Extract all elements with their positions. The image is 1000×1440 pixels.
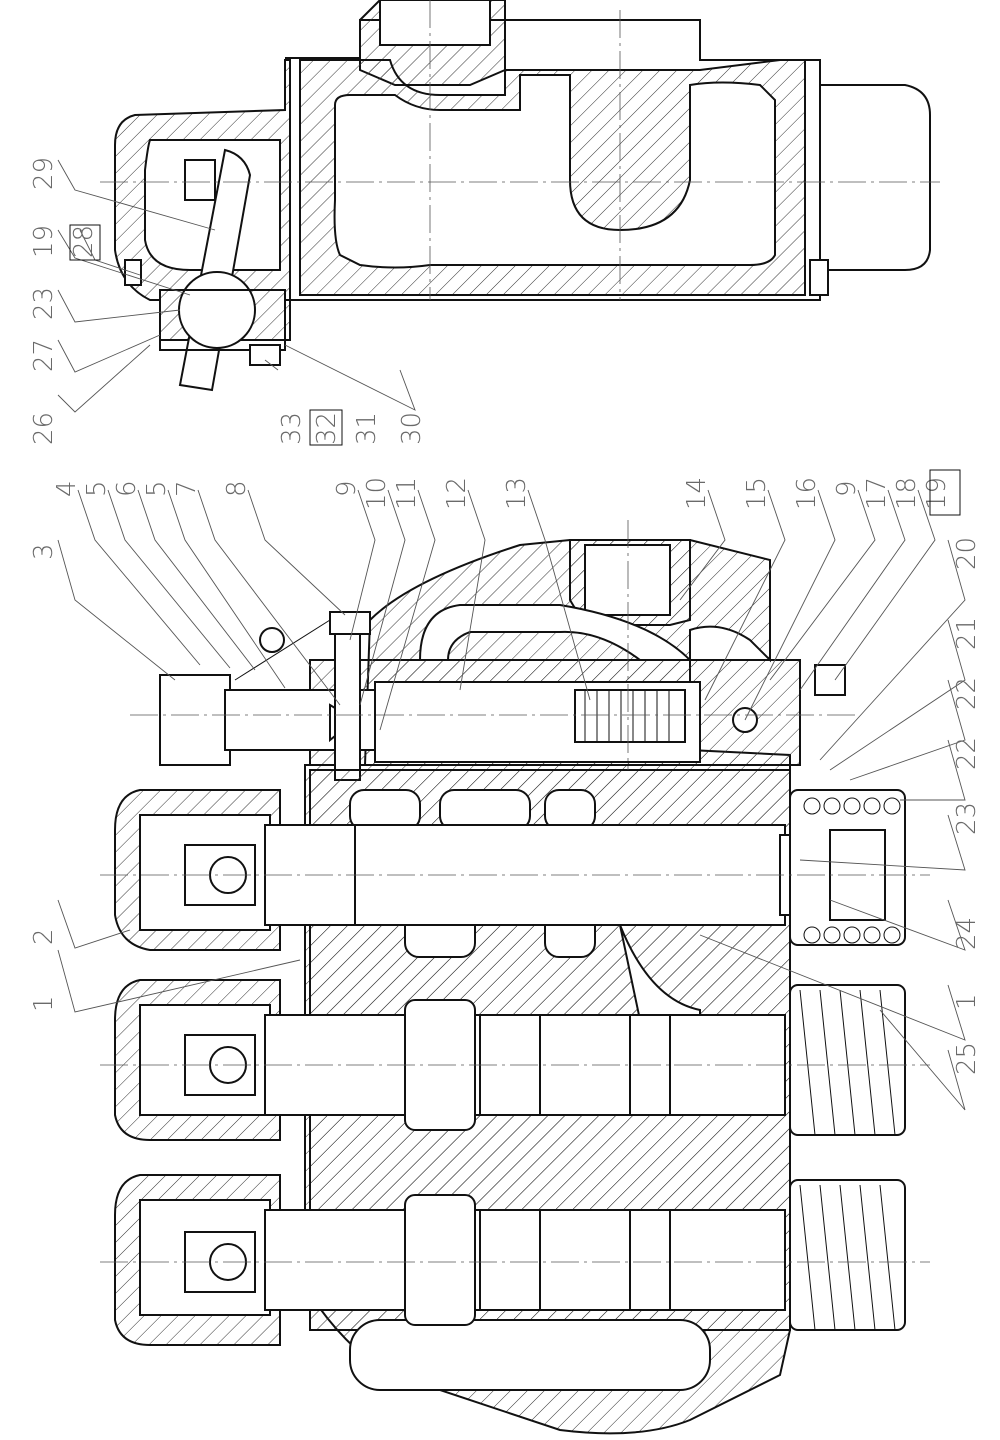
label-13: 13 (502, 477, 532, 510)
lever-seat-ring (159, 289, 286, 351)
label-5a: 5 (82, 480, 112, 497)
spring-1-coils (803, 797, 901, 944)
label-23a: 23 (952, 802, 982, 835)
label-18: 18 (892, 477, 922, 510)
label-30: 30 (397, 412, 427, 445)
label-8: 8 (222, 480, 252, 497)
label-15: 15 (742, 477, 772, 510)
outlet-port-bore (584, 544, 671, 616)
relief-spring-pocket (574, 689, 686, 743)
top-right-cover (820, 84, 931, 271)
label-10: 10 (362, 477, 392, 510)
label-14: 14 (682, 477, 712, 510)
label-23b: 23 (29, 287, 59, 320)
label-21: 21 (952, 617, 982, 650)
seal-wire (234, 619, 331, 681)
label-22b: 22 (952, 737, 982, 770)
lever-pivot-block (184, 159, 216, 201)
label-20: 20 (952, 537, 982, 570)
part-labels: 1 2 3 4 5 6 5 7 8 9 10 11 12 13 14 15 16… (29, 157, 982, 1075)
label-11: 11 (392, 477, 422, 510)
label-19a-box (929, 469, 961, 516)
top-right-bolt (809, 259, 829, 296)
label-9a: 9 (332, 480, 362, 497)
label-16: 16 (792, 477, 822, 510)
label-25: 25 (952, 1042, 982, 1075)
internal-channel (418, 604, 693, 661)
label-19a: 19 (922, 477, 952, 510)
label-12: 12 (442, 477, 472, 510)
label-19b: 19 (29, 225, 59, 258)
label-31: 31 (352, 412, 382, 445)
spool-3-land-a (404, 1194, 476, 1326)
plug-19 (814, 664, 846, 696)
label-4: 4 (52, 480, 82, 497)
lever-ball (178, 271, 256, 349)
label-9b: 9 (832, 480, 862, 497)
label-32: 32 (312, 412, 342, 445)
label-2: 2 (29, 928, 59, 945)
label-28-box (69, 224, 101, 261)
label-3: 3 (29, 543, 59, 560)
spool-3-land-c (539, 1209, 631, 1311)
top-main-cavity (333, 74, 776, 269)
label-26: 26 (29, 412, 59, 445)
label-22a: 22 (952, 677, 982, 710)
spring-2-coils (799, 989, 896, 1136)
label-32-box (309, 409, 343, 446)
pilot-nut (329, 611, 371, 635)
label-1b: 1 (952, 993, 982, 1010)
top-port-inner (379, 0, 491, 46)
seal-wire-ball (259, 627, 285, 653)
bottom-gallery (349, 1319, 711, 1391)
relief-spring (584, 690, 670, 742)
bolt-33 (249, 344, 281, 366)
label-6: 6 (112, 480, 142, 497)
label-7: 7 (172, 480, 202, 497)
spring-3-coils (799, 1184, 896, 1331)
label-27: 27 (29, 339, 59, 372)
label-1a: 1 (29, 995, 59, 1012)
leader-lines (57, 159, 966, 1111)
label-17: 17 (862, 477, 892, 510)
spool-3-land-b (479, 1209, 541, 1311)
pilot-stem (334, 619, 361, 781)
label-33: 33 (277, 412, 307, 445)
pilot-cap (159, 674, 231, 766)
label-28: 28 (69, 225, 99, 258)
label-29: 29 (29, 157, 59, 190)
label-5b: 5 (142, 480, 172, 497)
label-24: 24 (952, 917, 982, 950)
top-view (100, 0, 940, 392)
spool-3-land-d (669, 1209, 786, 1311)
section-view (100, 520, 930, 1435)
